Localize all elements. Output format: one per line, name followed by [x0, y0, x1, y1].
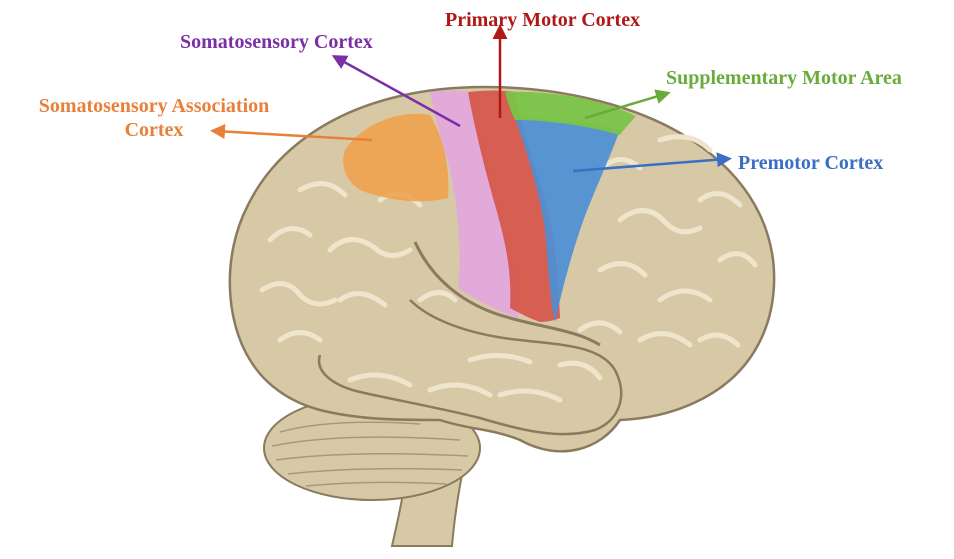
label-somatosensory-association-cortex: Somatosensory Association Cortex	[14, 94, 294, 142]
label-premotor-cortex: Premotor Cortex	[738, 151, 883, 175]
label-supplementary-motor-area: Supplementary Motor Area	[666, 66, 902, 90]
label-somatosensory-cortex: Somatosensory Cortex	[180, 30, 373, 54]
label-somato-association-line2: Cortex	[14, 118, 294, 142]
label-somato-association-line1: Somatosensory Association	[14, 94, 294, 118]
label-primary-motor-cortex: Primary Motor Cortex	[445, 8, 640, 32]
